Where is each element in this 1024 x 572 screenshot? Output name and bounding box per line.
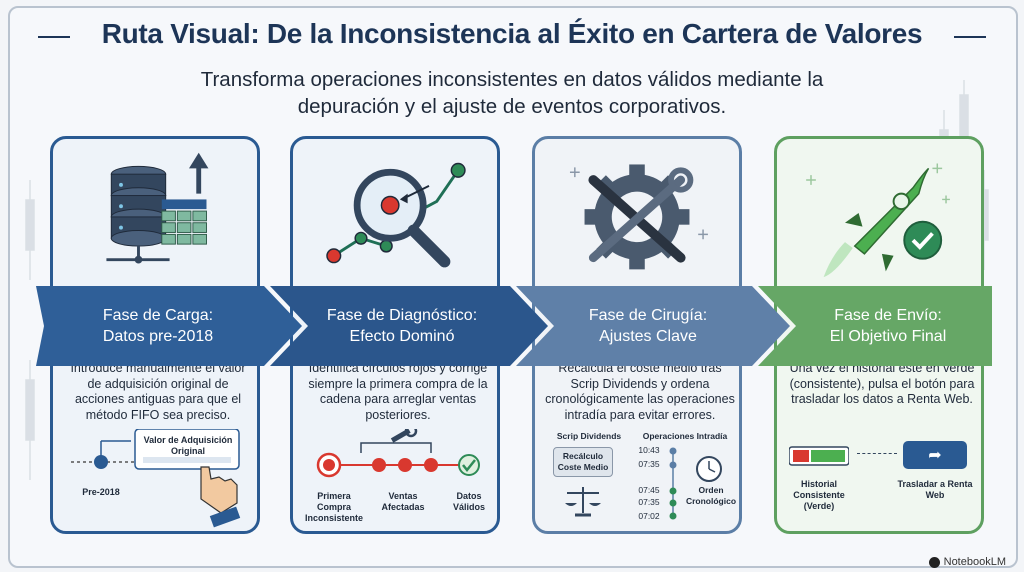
brand-watermark: NotebookLM — [928, 556, 1006, 568]
time-1: 10:43 — [638, 445, 660, 455]
acquisition-input-bar — [143, 457, 231, 463]
order-dot-1 — [669, 447, 677, 455]
magnifier-chain-icon — [326, 162, 466, 268]
banner-carga-line2: Datos pre-2018 — [102, 328, 214, 345]
phase-diagnostico-description: Identifica círculos rojos y corrige siem… — [308, 361, 488, 422]
brand-label: NotebookLM — [943, 556, 1006, 568]
time-3: 07:45 — [638, 485, 660, 495]
banner-envio-shape — [758, 286, 992, 366]
recalc-box — [553, 447, 613, 477]
valid-data-node — [458, 454, 480, 476]
pre2018-point — [94, 455, 108, 469]
acquisition-box-label: Valor de Adquisición Original — [143, 435, 233, 456]
banner-cirugia-line2: Ajustes Clave — [599, 328, 697, 345]
banner-carga-line1: Fase de Carga: — [102, 307, 214, 324]
banner-cirugia: Fase de Cirugía: Ajustes Clave — [548, 286, 748, 366]
affected-sale-node-1 — [372, 458, 386, 472]
affected-sale-node-2 — [398, 458, 412, 472]
subtitle-line-1: Transforma operaciones inconsistentes en… — [200, 68, 824, 91]
page-title: Ruta Visual: De la Inconsistencia al Éxi… — [101, 18, 923, 49]
gear-tools-icon — [569, 164, 708, 270]
domino-chain-diagram — [316, 429, 480, 478]
phase-envio-description: Una vez el historial esté en verde (cons… — [789, 361, 975, 406]
phase-cirugia-description: Recalcula el coste medio tras Scrip Divi… — [545, 361, 735, 422]
balance-scale-icon — [565, 487, 601, 517]
notebooklm-logo-icon — [928, 556, 940, 568]
chain-arc — [360, 442, 432, 453]
banner-cirugia-line1: Fase de Cirugía: — [588, 307, 708, 324]
time-2: 07:35 — [638, 459, 660, 469]
banner-carga: Fase de Carga: Datos pre-2018 — [60, 286, 256, 366]
banner-diagnostico: Fase de Diagnóstico: Efecto Dominó — [300, 286, 504, 366]
banner-envio: Fase de Envío: El Objetivo Final — [790, 286, 986, 366]
acquisition-diagram — [71, 429, 241, 528]
intraday-header: Operaciones Intradía — [642, 431, 728, 441]
first-purchase-core — [323, 459, 335, 471]
order-dot-4 — [669, 499, 677, 507]
banner-diagnostico-line2: Efecto Dominó — [349, 328, 455, 345]
database-upload-icon — [106, 152, 209, 264]
recalc-label: Recálculo Coste Medio — [557, 451, 609, 472]
hand-pointer-icon — [200, 466, 241, 528]
banner-diagnostico-line1: Fase de Diagnóstico: — [326, 307, 478, 324]
check-icon — [462, 459, 476, 473]
title-rule-right — [954, 36, 986, 38]
phase-carga-description: Introduce manualmente el valor de adquis… — [70, 361, 246, 422]
share-arrow-icon: ➦ — [928, 447, 942, 464]
banner-cirugia-shape — [516, 286, 790, 366]
order-dot-2 — [669, 461, 677, 469]
affected-sales-label: Ventas Afectadas — [381, 491, 425, 512]
scrip-header: Scrip Dividends — [556, 431, 622, 441]
banner-diagnostico-shape — [270, 286, 548, 366]
history-bar-icon — [789, 446, 849, 466]
history-label: Historial Consistente (Verde) — [793, 479, 845, 511]
order-label: Orden Cronológico — [685, 485, 737, 506]
subtitle-line-2: depuración y el ajuste de eventos corpor… — [297, 95, 727, 118]
page-subtitle: Transforma operaciones inconsistentes en… — [150, 66, 874, 120]
title-rule-left — [38, 36, 70, 38]
time-5: 07:02 — [638, 511, 660, 521]
banner-envio-line2: El Objetivo Final — [829, 328, 947, 345]
affected-sale-node-3 — [424, 458, 438, 472]
order-dot-5 — [669, 512, 677, 520]
transfer-button[interactable]: ➦ — [903, 441, 967, 469]
transfer-connector — [857, 453, 897, 454]
valid-data-label: Datos Válidos — [452, 491, 485, 512]
time-4: 07:35 — [638, 497, 660, 507]
clock-icon — [696, 456, 722, 482]
chronological-order-diagram — [669, 447, 722, 520]
order-dot-3 — [669, 487, 677, 495]
banner-envio-line1: Fase de Envío: — [834, 307, 942, 324]
transfer-label: Trasladar a Renta Web — [897, 479, 973, 500]
wrench-icon — [390, 429, 418, 443]
rocket-icon — [806, 163, 950, 278]
pre2018-label: Pre-2018 — [82, 487, 120, 497]
phase-banner-strip — [36, 286, 992, 366]
banner-carga-shape — [36, 286, 302, 366]
candlestick-background-left-icon — [25, 180, 35, 480]
first-purchase-label: Primera Compra Inconsistente — [304, 491, 363, 523]
